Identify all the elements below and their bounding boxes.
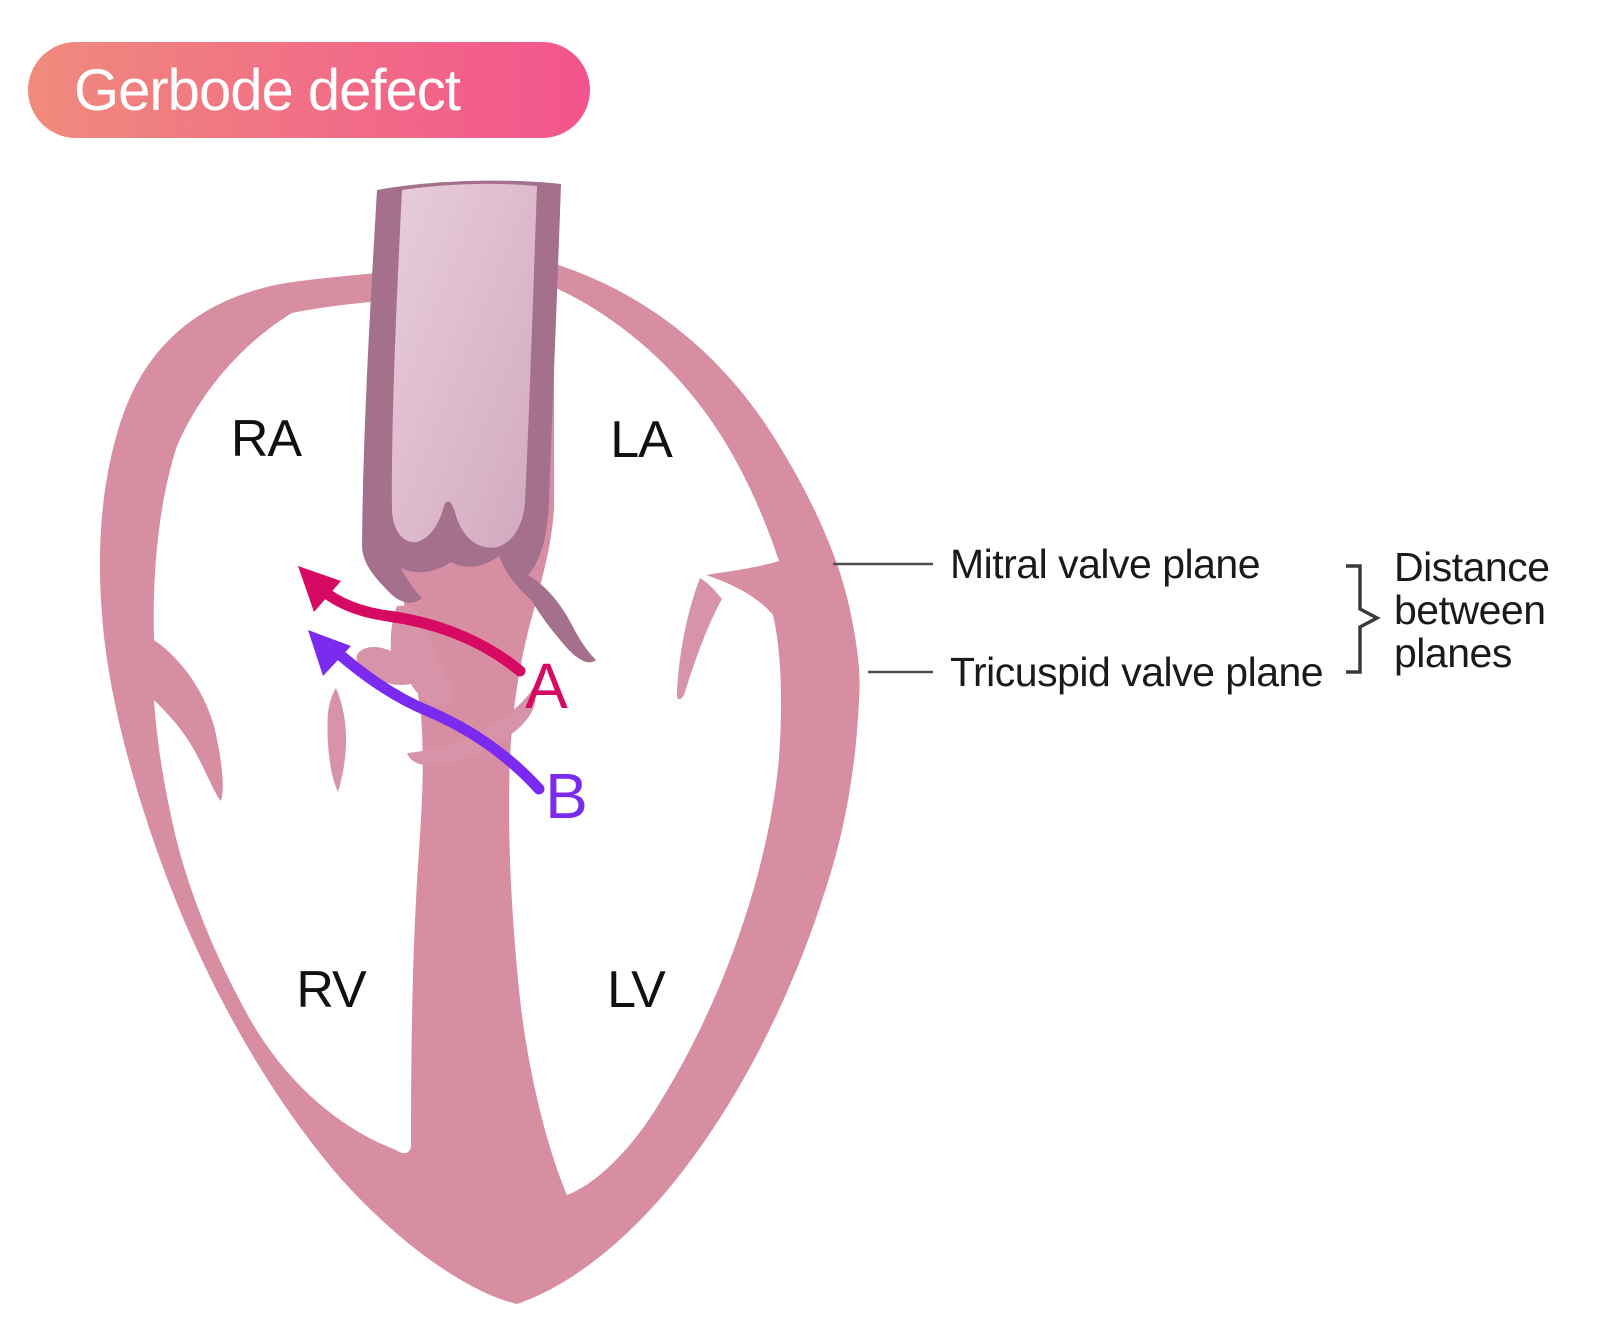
chamber-label-ra: RA xyxy=(231,410,303,468)
title-badge-label: Gerbode defect xyxy=(74,58,461,123)
distance-bracket xyxy=(1346,564,1381,674)
tricuspid-plane-label: Tricuspid valve plane xyxy=(950,649,1323,695)
title-badge-background xyxy=(28,42,590,138)
shunt-arrow-b-label: B xyxy=(545,760,587,832)
left-heart-cavity xyxy=(509,288,781,1195)
mitral-leaflet xyxy=(676,578,722,700)
distance-label-line-3: planes xyxy=(1394,630,1512,676)
distance-label-line-2: between xyxy=(1394,587,1546,633)
shunt-arrow-b-line xyxy=(324,640,545,795)
chamber-label-la: LA xyxy=(610,411,673,469)
chamber-label-lv: LV xyxy=(607,961,666,1019)
right-heart-cavity xyxy=(153,300,423,1154)
shunt-arrow-b-head xyxy=(308,630,351,676)
shunt-arrow-a-label: A xyxy=(525,650,568,722)
mitral-plane-label: Mitral valve plane xyxy=(950,541,1260,587)
chamber-label-rv: RV xyxy=(296,961,367,1019)
distance-between-planes-label: Distance between planes xyxy=(1394,544,1550,676)
shunt-arrows: A B xyxy=(298,566,588,832)
tricuspid-leaflet xyxy=(327,688,347,792)
title-badge: Gerbode defect xyxy=(28,42,590,138)
chamber-labels: RA LA RV LV xyxy=(231,410,674,1019)
heart-illustration xyxy=(99,180,860,1304)
shunt-arrow-a-head xyxy=(298,566,341,612)
shunt-arrow-a-line xyxy=(307,575,526,677)
aortic-valve-arc xyxy=(407,688,536,766)
valve-plane-annotations: Mitral valve plane Tricuspid valve plane… xyxy=(833,541,1550,695)
aorta-lumen xyxy=(391,183,537,548)
distance-label-line-1: Distance xyxy=(1394,544,1550,590)
